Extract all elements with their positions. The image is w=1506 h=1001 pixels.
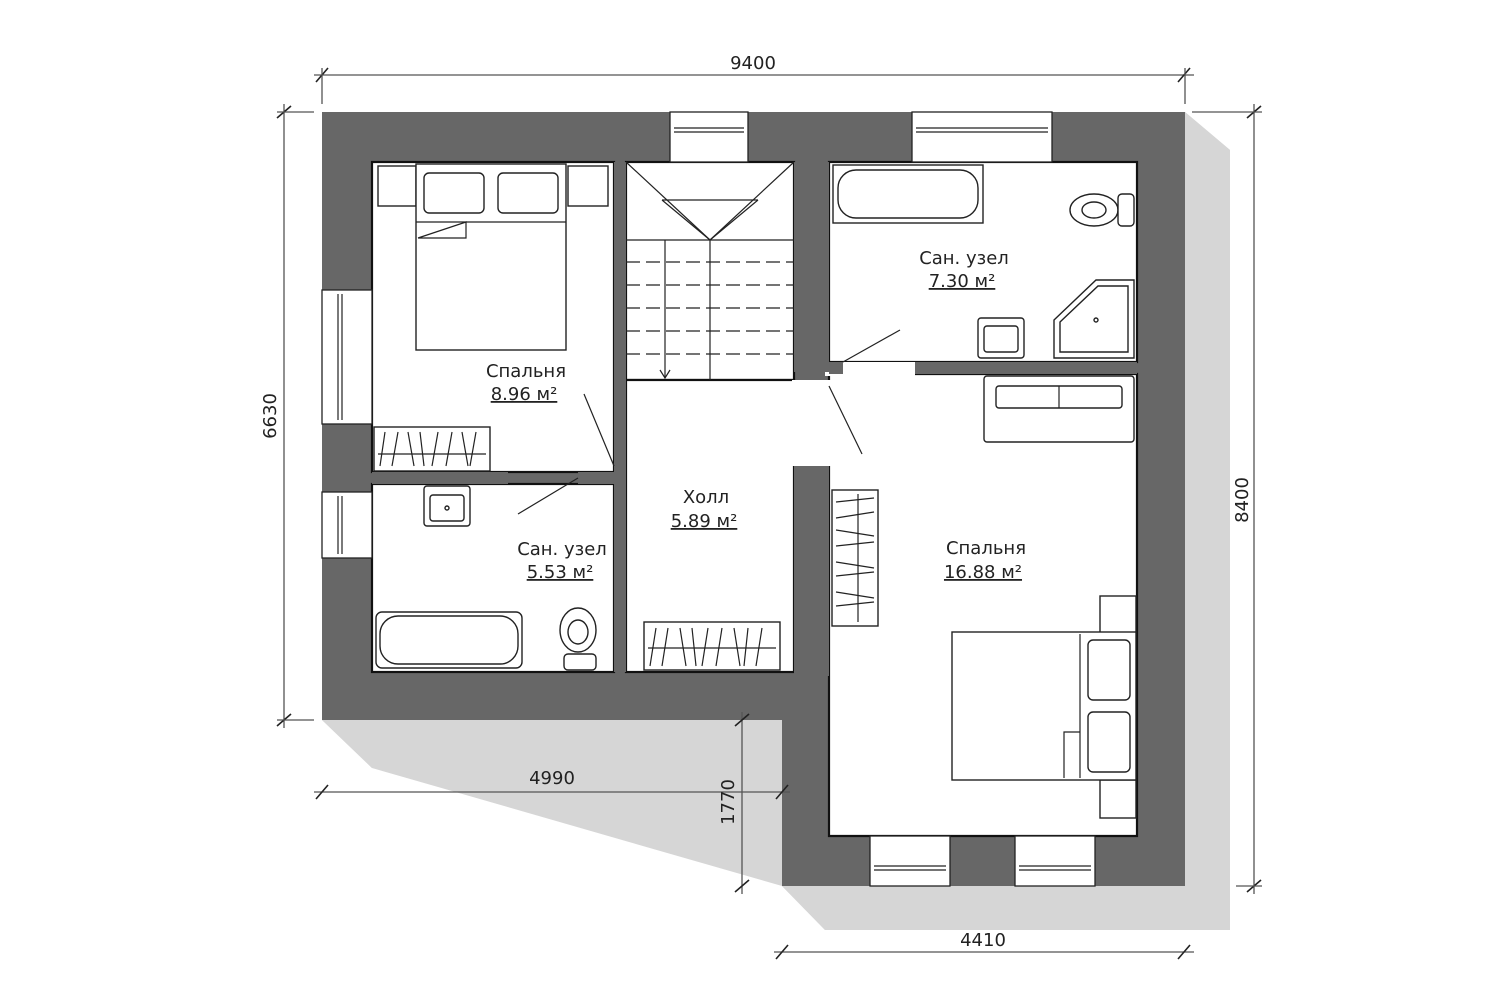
room-name: Сан. узел bbox=[919, 248, 1009, 269]
passage-hall-bath bbox=[825, 362, 915, 376]
room-name: Холл bbox=[683, 487, 729, 508]
dimension-bottom-left: 4990 bbox=[529, 768, 575, 789]
room-area: 8.96 м² bbox=[491, 384, 558, 405]
room-label-hall: Холл 5.89 м² bbox=[671, 487, 738, 532]
bathroom-small-fixtures bbox=[375, 485, 597, 671]
window-bedroom-small bbox=[321, 289, 373, 425]
room-label-bathroom-large: Сан. узел 7.30 м² bbox=[919, 248, 1009, 292]
room-area: 16.88 м² bbox=[944, 562, 1022, 583]
doors bbox=[517, 329, 901, 515]
room-label-bathroom-small: Сан. узел 5.53 м² bbox=[517, 539, 607, 583]
wardrobe-hangers-small bbox=[378, 431, 486, 467]
nightstand-right bbox=[567, 165, 609, 207]
dimension-top: 9400 bbox=[730, 53, 776, 74]
bathroom-large-fixtures bbox=[832, 164, 1135, 359]
bedroom-small-furniture bbox=[373, 163, 609, 472]
dimension-right: 8400 bbox=[1232, 477, 1253, 523]
room-area: 7.30 м² bbox=[929, 271, 996, 292]
room-name: Спальня bbox=[486, 361, 566, 382]
pillow-left bbox=[423, 172, 485, 214]
building-shadow bbox=[322, 112, 1230, 930]
window-stairs bbox=[669, 111, 749, 163]
nightstand-top bbox=[1099, 595, 1137, 635]
interior-walls bbox=[372, 162, 1137, 676]
window-bedroom-large-2 bbox=[1014, 835, 1096, 887]
dimension-left: 6630 bbox=[260, 393, 281, 439]
dimension-step: 1770 bbox=[718, 779, 739, 825]
dimension-lines bbox=[276, 67, 1262, 960]
window-bathroom-large bbox=[911, 111, 1053, 163]
pillow-right bbox=[497, 172, 559, 214]
hall-wardrobe bbox=[643, 621, 781, 671]
room-area: 5.53 м² bbox=[527, 562, 594, 583]
room-label-bedroom-small: Спальня 8.96 м² bbox=[486, 361, 566, 405]
windows bbox=[321, 111, 1096, 887]
room-label-bedroom-large: Спальня 16.88 м² bbox=[944, 538, 1026, 583]
bedroom-large-furniture bbox=[831, 375, 1137, 819]
window-bedroom-large-1 bbox=[869, 835, 951, 887]
staircase bbox=[625, 161, 795, 380]
room-name: Спальня bbox=[946, 538, 1026, 559]
window-bathroom-small bbox=[321, 491, 373, 559]
nightstand-bottom bbox=[1099, 779, 1137, 819]
dimension-bottom-right: 4410 bbox=[960, 930, 1006, 951]
room-name: Сан. узел bbox=[517, 539, 607, 560]
room-area: 5.89 м² bbox=[671, 511, 738, 532]
nightstand-left bbox=[377, 165, 417, 207]
passage-hall-bedroom bbox=[792, 380, 832, 466]
